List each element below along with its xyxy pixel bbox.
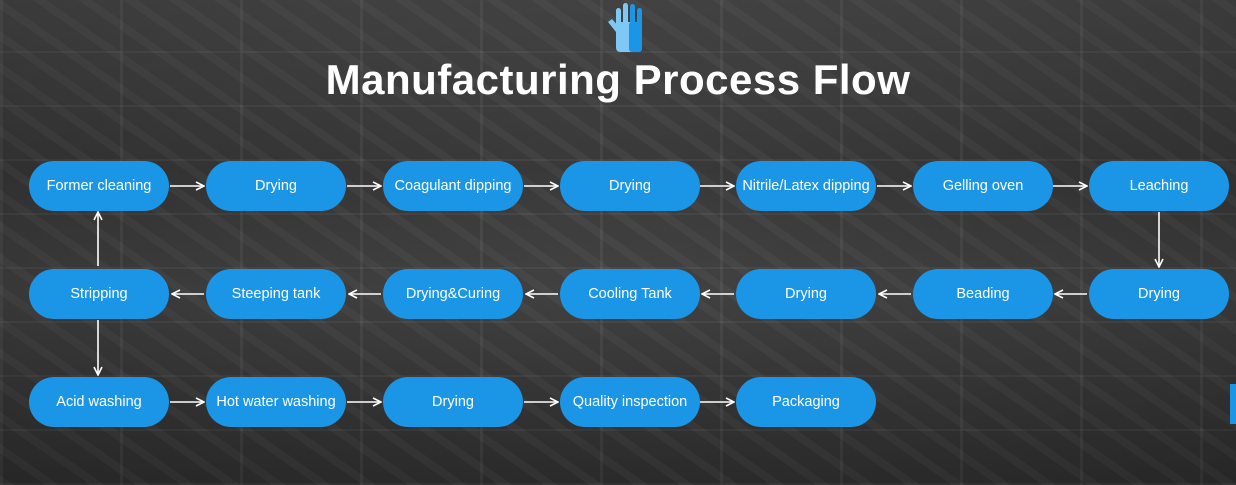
step-steeping-tank: Steeping tank [206,269,346,319]
step-drying-4: Drying [736,269,876,319]
step-beading: Beading [913,269,1053,319]
step-coagulant-dipping: Coagulant dipping [383,161,523,211]
step-gelling-oven: Gelling oven [913,161,1053,211]
side-tab[interactable] [1230,384,1236,424]
step-quality-inspection: Quality inspection [560,377,700,427]
step-drying-3: Drying [1089,269,1229,319]
page-title: Manufacturing Process Flow [325,56,911,103]
step-stripping: Stripping [29,269,169,319]
step-packaging: Packaging [736,377,876,427]
step-former-cleaning: Former cleaning [29,161,169,211]
step-drying-2: Drying [560,161,700,211]
step-hot-water-washing: Hot water washing [206,377,346,427]
step-drying-1: Drying [206,161,346,211]
glove-icon [608,3,642,52]
step-nitrile-latex-dipping: Nitrile/Latex dipping [736,161,876,211]
step-drying-curing: Drying&Curing [383,269,523,319]
step-acid-washing: Acid washing [29,377,169,427]
step-cooling-tank: Cooling Tank [560,269,700,319]
step-leaching: Leaching [1089,161,1229,211]
step-drying-5: Drying [383,377,523,427]
